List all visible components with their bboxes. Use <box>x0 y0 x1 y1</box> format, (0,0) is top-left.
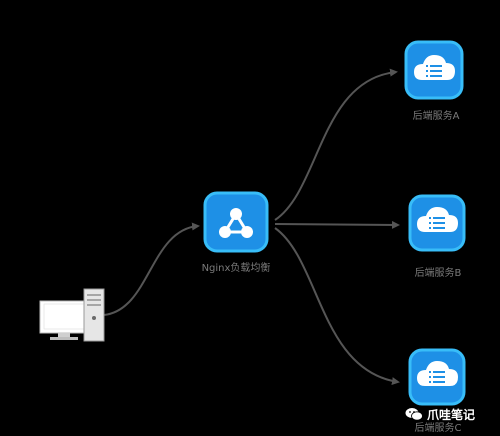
backend-c-node: 后端服务C <box>408 348 466 434</box>
edge-nginx-to-backend-a <box>274 68 398 221</box>
cloud-server-icon <box>404 40 464 100</box>
backend-a-node: 后端服务A <box>404 40 464 122</box>
nginx-label: Nginx负载均衡 <box>202 261 271 274</box>
edge-client-to-nginx <box>103 222 200 316</box>
backend-c-label: 后端服务C <box>415 421 462 434</box>
watermark-text: 爪哇笔记 <box>427 407 476 422</box>
backend-a-label: 后端服务A <box>413 109 460 122</box>
backend-b-node: 后端服务B <box>408 194 466 279</box>
edge-nginx-to-backend-c <box>274 227 400 386</box>
client-computer-node <box>39 288 105 342</box>
edge-nginx-to-backend-b <box>274 220 400 229</box>
nginx-node: Nginx负载均衡 <box>202 191 271 274</box>
wechat-icon <box>405 408 423 421</box>
cloud-server-icon <box>408 348 466 406</box>
watermark: 爪哇笔记 <box>405 404 475 424</box>
desktop-computer-icon <box>39 288 105 342</box>
cloud-server-icon <box>408 194 466 252</box>
backend-b-label: 后端服务B <box>415 266 462 279</box>
load-balancer-icon <box>203 191 269 253</box>
